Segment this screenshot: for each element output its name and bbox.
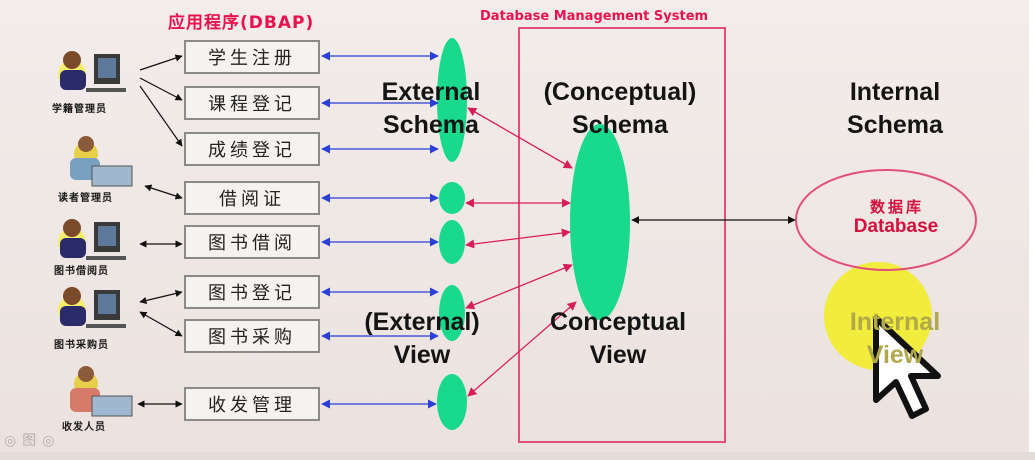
internal-schema-label: Internal Schema [820,76,970,142]
arrow-role-app [140,86,182,146]
app-box-grade-registration[interactable]: 成绩登记 [184,132,320,166]
dbms-title: Database Management System [480,9,708,24]
app-box-student-registration[interactable]: 学生注册 [184,40,320,74]
label-line: (External) [348,306,496,339]
conceptual-schema-label: (Conceptual) Schema [522,76,718,142]
frame-edge [0,452,1035,460]
arrow-role-app [140,312,182,336]
label-line: View [348,339,496,372]
label-line: Internal [820,76,970,109]
staff-computer-icon [58,51,126,92]
bottom-icon[interactable]: ◎ [42,433,60,449]
label-line: (Conceptual) [522,76,718,109]
arrow-role-app [145,186,182,198]
app-box-book-borrowing[interactable]: 图书借阅 [184,225,320,259]
label-line: Schema [820,109,970,142]
reader-manager-icon [70,136,132,186]
role-label: 图书借阅员 [54,262,109,277]
label-line: Schema [522,109,718,142]
label-line: View [530,339,706,372]
label-line: Schema [362,109,500,142]
bottom-icon[interactable]: ◎ [4,433,22,449]
staff-computer-icon [58,219,126,260]
role-label: 图书采购员 [54,336,109,351]
arrow-role-app [140,78,182,100]
bottom-icon[interactable]: 图 [22,433,42,449]
label-line: Conceptual [530,306,706,339]
external-view-ellipse [439,220,465,264]
external-schema-label: External Schema [362,76,500,142]
external-view-label: (External) View [348,306,496,372]
staff-computer-icon [58,287,126,328]
app-box-book-purchasing[interactable]: 图书采购 [184,319,320,353]
app-box-dispatch-management[interactable]: 收发管理 [184,387,320,421]
frame-edge [1029,0,1035,460]
label-line: Internal [820,306,970,339]
arrow-role-app [140,56,182,70]
clerk-laptop-icon [70,366,132,416]
app-box-course-registration[interactable]: 课程登记 [184,86,320,120]
app-box-book-registration[interactable]: 图书登记 [184,275,320,309]
arrow-role-app [140,292,182,302]
database-label-cn: 数据库 [852,196,942,217]
role-label: 收发人员 [62,418,106,433]
conceptual-schema-ellipse [570,124,630,320]
conceptual-view-label: Conceptual View [530,306,706,372]
app-box-library-card[interactable]: 借阅证 [184,181,320,215]
external-view-ellipse [437,374,467,430]
database-label-en: Database [836,216,956,238]
role-label: 学籍管理员 [52,100,107,115]
bottom-toolbar-icons: ◎图◎ [4,430,60,450]
app-program-title: 应用程序(DBAP) [168,8,314,33]
role-label: 读者管理员 [58,189,113,204]
external-view-ellipse [439,182,465,214]
label-line: External [362,76,500,109]
internal-view-label: Internal View [820,306,970,372]
label-line: View [820,339,970,372]
